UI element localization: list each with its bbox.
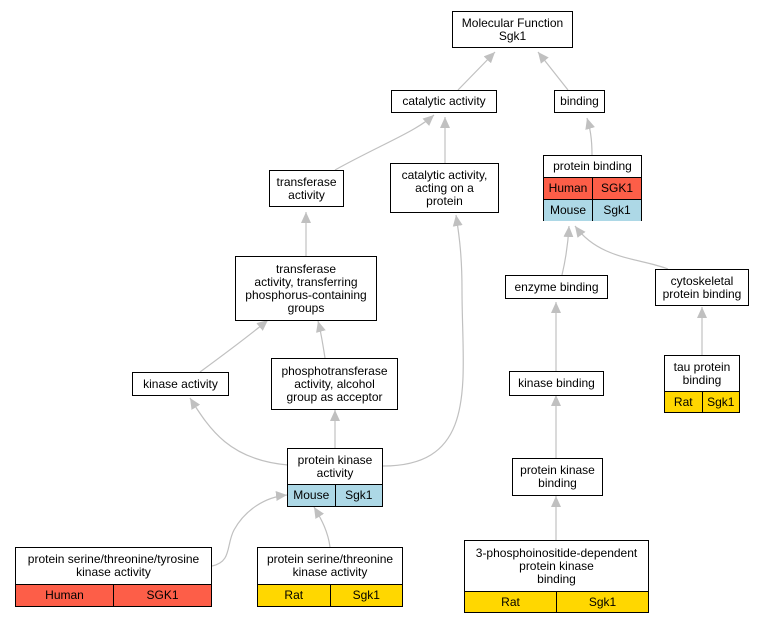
species-name: Human xyxy=(45,588,84,602)
species-name: Mouse xyxy=(293,488,330,502)
node-label: kinase activity xyxy=(143,376,218,391)
species-name: Rat xyxy=(673,394,693,409)
node-label: tau protein binding xyxy=(673,359,731,387)
node-catalytic-activity[interactable]: catalytic activity xyxy=(391,90,497,113)
species-row-human: Human SGK1 xyxy=(16,584,211,606)
edge-binding-to-mf xyxy=(537,51,569,91)
node-label: transferase activity xyxy=(276,174,337,202)
node-label: protein kinase activity xyxy=(297,452,373,480)
gene-symbol: SGK1 xyxy=(113,585,211,606)
edge-enzyme-to-protein-binding xyxy=(561,225,574,276)
node-pdk-binding[interactable]: 3-phosphoinositide-dependent protein kin… xyxy=(464,540,649,613)
node-transferase-phosphorus[interactable]: transferase activity, transferring phosp… xyxy=(235,256,377,321)
edge-cytoskeletal-to-protein-binding xyxy=(574,225,669,270)
gene-symbol: Sgk1 xyxy=(592,200,641,221)
node-molecular-function[interactable]: Molecular Function Sgk1 xyxy=(452,11,573,48)
edge-phospho-to-transferase-p xyxy=(316,320,326,359)
edge-pst-to-pka xyxy=(313,506,331,548)
node-label: protein binding xyxy=(553,159,632,173)
gene-symbol: Sgk1 xyxy=(334,485,383,506)
node-ser-thr-tyr-kinase[interactable]: protein serine/threonine/tyrosine kinase… xyxy=(15,547,212,607)
node-kinase-activity[interactable]: kinase activity xyxy=(132,372,229,396)
node-label: binding xyxy=(560,94,599,108)
node-catalytic-activity-protein[interactable]: catalytic activity, acting on a protein xyxy=(390,163,499,213)
species-row-mouse: Mouse Sgk1 xyxy=(544,199,641,221)
gene-symbol: Sgk1 xyxy=(556,592,648,612)
node-label: phosphotransferase activity, alcohol gro… xyxy=(281,363,388,404)
node-label: kinase binding xyxy=(518,376,595,390)
node-label: protein serine/threonine/tyrosine kinase… xyxy=(27,552,200,579)
node-label: protein kinase binding xyxy=(520,463,595,490)
node-cytoskeletal-protein-binding[interactable]: cytoskeletal protein binding xyxy=(655,269,749,306)
node-tau-protein-binding[interactable]: tau protein binding Rat Sgk1 xyxy=(664,355,740,413)
node-label: Molecular Function Sgk1 xyxy=(461,15,564,43)
edge-kinase-activity-to-transferase-p xyxy=(199,319,269,373)
node-label: catalytic activity, acting on a protein xyxy=(401,167,488,208)
node-protein-kinase-activity[interactable]: protein kinase activity Mouse Sgk1 xyxy=(287,448,383,507)
gene-symbol: SGK1 xyxy=(592,178,641,199)
species-row-rat: Rat Sgk1 xyxy=(465,591,648,612)
node-ser-thr-kinase[interactable]: protein serine/threonine kinase activity… xyxy=(257,547,403,607)
node-binding[interactable]: binding xyxy=(554,90,605,113)
species-row-mouse: Mouse Sgk1 xyxy=(288,484,382,506)
edge-transferase-to-catalytic xyxy=(334,114,435,171)
node-phosphotransferase[interactable]: phosphotransferase activity, alcohol gro… xyxy=(271,358,398,410)
species-name: Rat xyxy=(501,594,520,609)
edge-catalytic-to-mf xyxy=(457,51,496,91)
node-enzyme-binding[interactable]: enzyme binding xyxy=(505,275,608,299)
node-label: protein serine/threonine kinase activity xyxy=(266,552,394,579)
node-label: enzyme binding xyxy=(514,279,599,294)
species-name: Human xyxy=(548,181,588,195)
edge-pka-to-catalytic-protein xyxy=(382,214,464,467)
edge-psty-to-pka xyxy=(211,491,288,567)
node-label: 3-phosphoinositide-dependent protein kin… xyxy=(475,545,638,586)
node-protein-binding[interactable]: protein binding Human SGK1 Mouse Sgk1 xyxy=(543,155,642,221)
node-transferase-activity[interactable]: transferase activity xyxy=(269,170,344,207)
species-name: Rat xyxy=(284,588,304,602)
node-label: transferase activity, transferring phosp… xyxy=(245,261,367,315)
species-name: Mouse xyxy=(549,203,587,217)
node-kinase-binding[interactable]: kinase binding xyxy=(509,371,604,396)
edge-protein-binding-to-binding xyxy=(585,117,595,156)
gene-symbol: Sgk1 xyxy=(701,392,740,412)
species-row-rat: Rat Sgk1 xyxy=(665,391,739,412)
node-label: catalytic activity xyxy=(402,94,486,108)
species-row-human: Human SGK1 xyxy=(544,177,641,199)
edge-pka-to-kinase-activity xyxy=(189,397,289,466)
gene-symbol: Sgk1 xyxy=(329,585,403,606)
node-label: cytoskeletal protein binding xyxy=(662,273,742,301)
node-protein-kinase-binding[interactable]: protein kinase binding xyxy=(512,458,603,496)
species-row-rat: Rat Sgk1 xyxy=(258,584,402,606)
